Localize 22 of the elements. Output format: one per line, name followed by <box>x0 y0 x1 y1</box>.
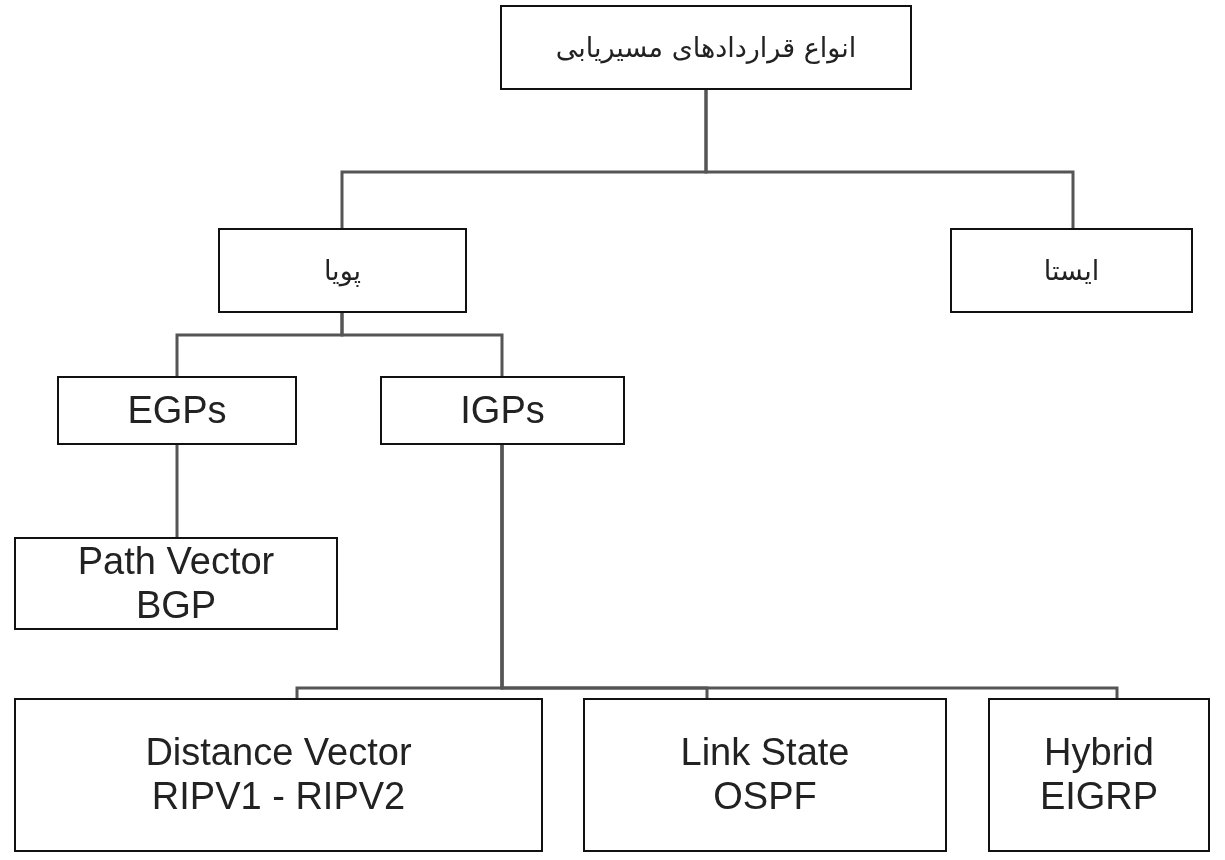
node-label: پویا <box>323 254 362 286</box>
node-label: EGPs <box>127 388 227 433</box>
node-label: IGPs <box>460 388 545 433</box>
hierarchy-box <box>218 228 467 313</box>
connector-line <box>175 445 179 537</box>
hierarchy-box <box>500 5 912 90</box>
node-label: Link State OSPF <box>679 731 851 819</box>
hierarchy-box <box>14 537 338 630</box>
hierarchy-box <box>950 228 1193 313</box>
node-label: Path Vector BGP <box>76 539 276 628</box>
hierarchy-box <box>380 376 625 445</box>
connector-line <box>704 90 1075 228</box>
connector-line <box>340 313 504 376</box>
node-label: Hybrid EIGRP <box>1038 731 1160 819</box>
hierarchy-box <box>57 376 297 445</box>
node-label: ایستا <box>1043 254 1100 286</box>
node-label: Distance Vector RIPV1 - RIPV2 <box>144 731 413 819</box>
hierarchy-box <box>14 698 543 852</box>
hierarchy-box <box>988 698 1210 852</box>
hierarchy-box <box>583 698 947 852</box>
connector-line <box>500 445 1119 698</box>
node-label: انواع قراردادهای مسیریابی <box>555 31 857 63</box>
